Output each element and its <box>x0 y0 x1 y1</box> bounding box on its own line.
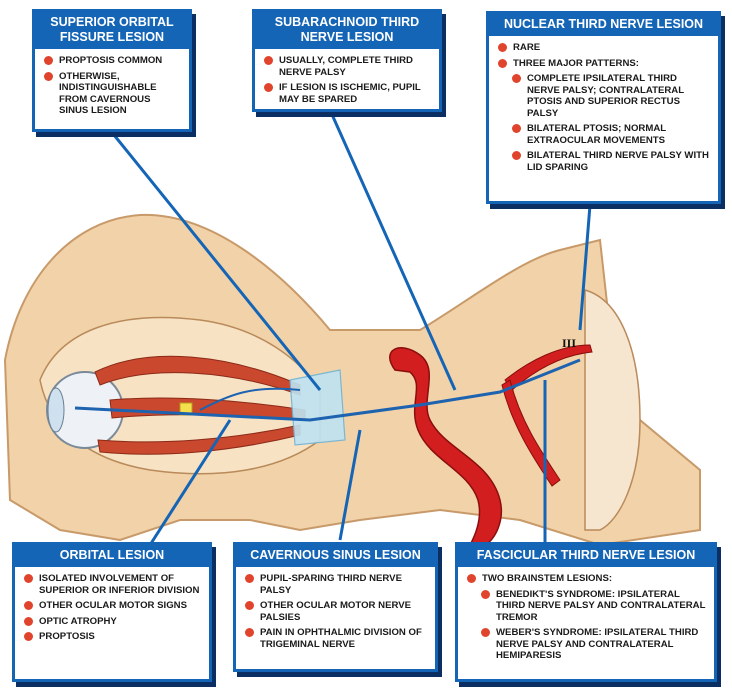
subarachnoid-title: SUBARACHNOID THIRD NERVE LESION <box>255 12 439 49</box>
nerve-branch-superior <box>199 387 301 411</box>
list-subitem: COMPLETE IPSILATERAL THIRD NERVE PALSY; … <box>511 73 710 119</box>
list-item: ISOLATED INVOLVEMENT OF SUPERIOR OR INFE… <box>23 573 201 596</box>
superior-orbital-title: SUPERIOR ORBITAL FISSURE LESION <box>35 12 189 49</box>
nuclear-box: NUCLEAR THIRD NERVE LESION RARE THREE MA… <box>486 11 721 204</box>
list-item: OPTIC ATROPHY <box>23 616 201 628</box>
orbital-title: ORBITAL LESION <box>15 545 209 567</box>
list-subitem: BILATERAL THIRD NERVE PALSY WITH LID SPA… <box>511 150 710 173</box>
list-item: OTHER OCULAR MOTOR NERVE PALSIES <box>244 600 427 623</box>
cavernous-list: PUPIL-SPARING THIRD NERVE PALSY OTHER OC… <box>244 573 427 650</box>
list-item: IF LESION IS ISCHEMIC, PUPIL MAY BE SPAR… <box>263 82 431 105</box>
fascicular-list: TWO BRAINSTEM LESIONS: BENEDIKT'S SYNDRO… <box>466 573 706 662</box>
nuclear-title: NUCLEAR THIRD NERVE LESION <box>489 14 718 36</box>
cavernous-sinus-box: CAVERNOUS SINUS LESION PUPIL-SPARING THI… <box>233 542 438 672</box>
list-subitem: WEBER'S SYNDROME: IPSILATERAL THIRD NERV… <box>480 627 706 662</box>
list-item: USUALLY, COMPLETE THIRD NERVE PALSY <box>263 55 431 78</box>
list-item: TWO BRAINSTEM LESIONS: BENEDIKT'S SYNDRO… <box>466 573 706 662</box>
nuclear-sublist: COMPLETE IPSILATERAL THIRD NERVE PALSY; … <box>511 73 710 173</box>
cavernous-title: CAVERNOUS SINUS LESION <box>236 545 435 567</box>
list-item: PROPTOSIS <box>23 631 201 643</box>
cavernous-sinus <box>289 369 346 446</box>
list-item-label: THREE MAJOR PATTERNS: <box>513 57 639 69</box>
posterior-cerebral-artery <box>504 344 593 391</box>
list-item: PUPIL-SPARING THIRD NERVE PALSY <box>244 573 427 596</box>
list-item: PAIN IN OPHTHALMIC DIVISION OF TRIGEMINA… <box>244 627 427 650</box>
subarachnoid-list: USUALLY, COMPLETE THIRD NERVE PALSY IF L… <box>263 55 431 105</box>
list-subitem: BENEDIKT'S SYNDROME: IPSILATERAL THIRD N… <box>480 589 706 624</box>
superior-orbital-list: PROPTOSIS COMMON OTHERWISE, INDISTINGUIS… <box>43 55 181 117</box>
fascicular-box: FASCICULAR THIRD NERVE LESION TWO BRAINS… <box>455 542 717 682</box>
leader-lines <box>108 109 592 546</box>
orbital-list: ISOLATED INVOLVEMENT OF SUPERIOR OR INFE… <box>23 573 201 643</box>
list-item: OTHER OCULAR MOTOR SIGNS <box>23 600 201 612</box>
orbital-lesion-box: ORBITAL LESION ISOLATED INVOLVEMENT OF S… <box>12 542 212 682</box>
list-item: OTHERWISE, INDISTINGUISHABLE FROM CAVERN… <box>43 71 181 117</box>
carotid-artery <box>389 347 502 546</box>
subarachnoid-box: SUBARACHNOID THIRD NERVE LESION USUALLY,… <box>252 9 442 112</box>
cornea <box>47 387 65 433</box>
list-item: RARE <box>497 42 710 54</box>
nuclear-list: RARE THREE MAJOR PATTERNS: COMPLETE IPSI… <box>497 42 710 173</box>
list-item: THREE MAJOR PATTERNS: COMPLETE IPSILATER… <box>497 58 710 174</box>
list-item-label: TWO BRAINSTEM LESIONS: <box>482 573 613 584</box>
oculomotor-nerve <box>74 358 581 422</box>
list-subitem: BILATERAL PTOSIS; NORMAL EXTRAOCULAR MOV… <box>511 123 710 146</box>
fascicular-title: FASCICULAR THIRD NERVE LESION <box>458 545 714 567</box>
fascicular-sublist: BENEDIKT'S SYNDROME: IPSILATERAL THIRD N… <box>480 589 706 662</box>
nerve-three-label: III <box>562 336 577 350</box>
list-item: PROPTOSIS COMMON <box>43 55 181 67</box>
superior-orbital-fissure-box: SUPERIOR ORBITAL FISSURE LESION PROPTOSI… <box>32 9 192 132</box>
brainstem <box>584 289 641 531</box>
